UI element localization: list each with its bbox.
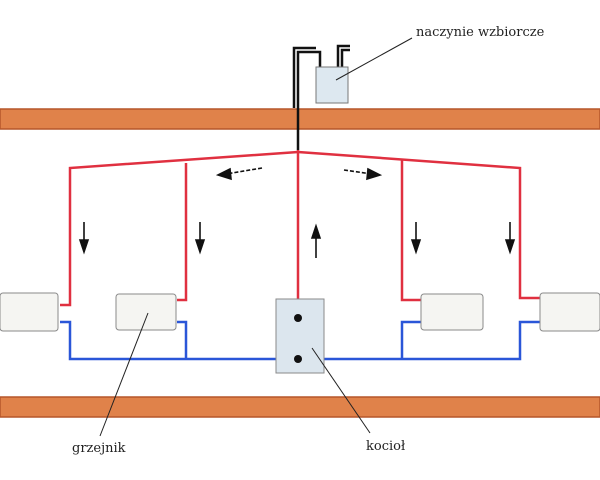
label-radiator: grzejnik [72,441,126,456]
expansion-tank [315,66,349,104]
flow-arrows [78,167,516,258]
supply-pipes [60,150,540,318]
arrow-down-4 [504,222,516,255]
leader-lines [99,37,413,437]
leader-boiler [311,347,371,434]
ceiling-slabs [0,108,600,418]
arrow-down-3 [410,222,422,255]
leader-expansion-tank [335,37,413,81]
label-boiler: kocioł [366,439,406,454]
arrow-up-riser [310,223,322,258]
boiler [275,298,325,374]
lower-ceiling-slab [0,396,600,418]
radiator-far-left [0,292,59,332]
radiator-left [115,293,177,331]
arrow-down-2 [194,222,206,255]
label-expansion-tank: naczynie wzbiorcze [416,25,545,40]
arrow-left-header [215,167,263,181]
boiler-return-connector [294,355,302,363]
radiator-right [420,293,484,331]
radiators [0,292,600,332]
leader-radiator [99,312,149,437]
radiator-far-right [539,292,600,332]
boiler-supply-connector [294,314,302,322]
upper-ceiling-slab [0,108,600,130]
arrow-right-header [343,167,383,181]
arrow-down-1 [78,222,90,255]
